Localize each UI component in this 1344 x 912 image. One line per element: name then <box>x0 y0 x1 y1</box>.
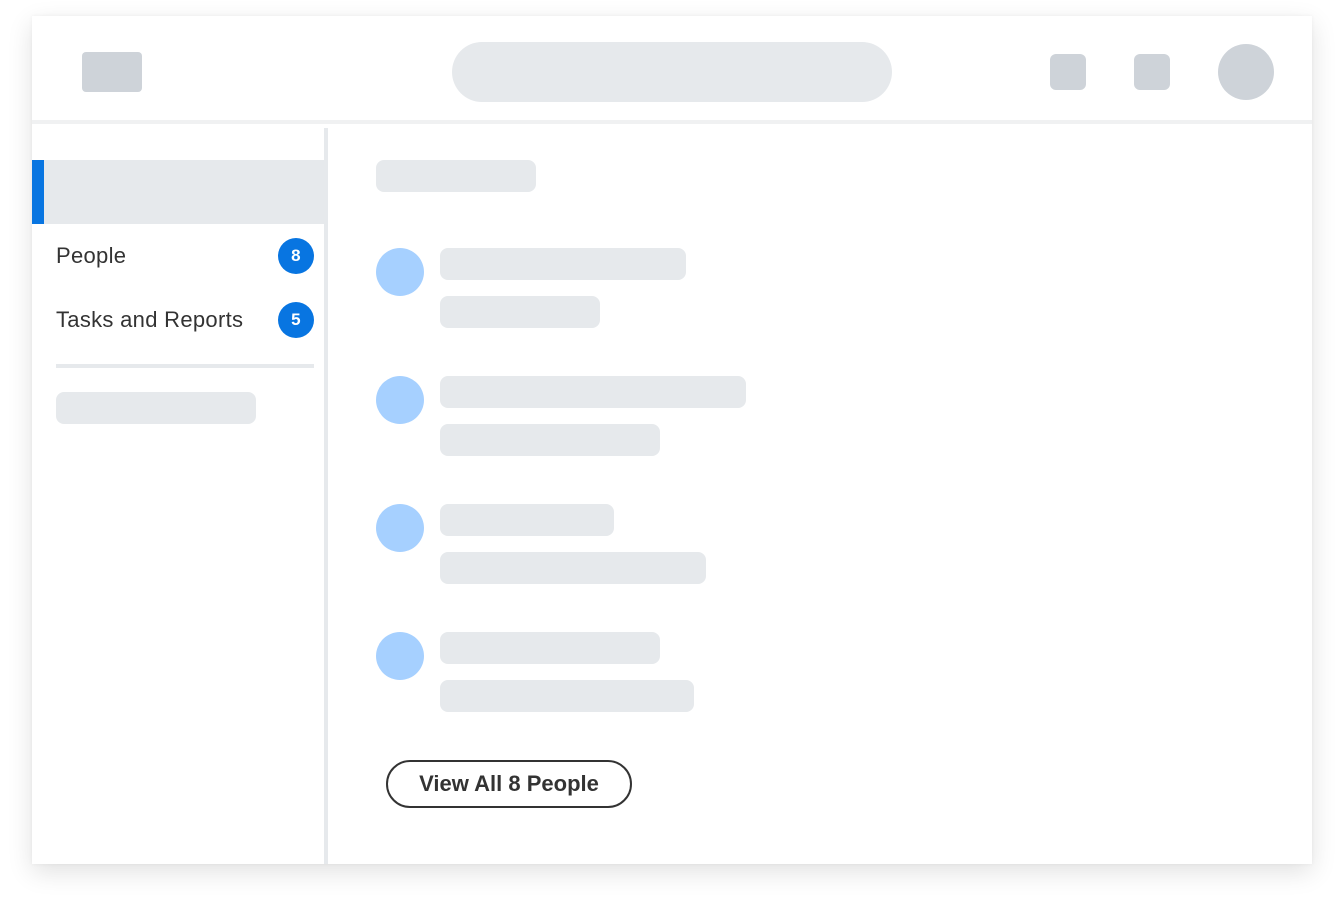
sidebar: People 8 Tasks and Reports 5 <box>32 128 328 864</box>
avatar <box>376 248 424 296</box>
avatar <box>376 632 424 680</box>
sidebar-item-tasks-and-reports[interactable]: Tasks and Reports 5 <box>56 302 314 338</box>
app-window: People 8 Tasks and Reports 5 <box>32 16 1312 864</box>
logo-placeholder <box>82 52 142 92</box>
avatar <box>376 376 424 424</box>
detail-placeholder <box>440 424 660 456</box>
search-input[interactable] <box>452 42 892 102</box>
name-placeholder <box>440 248 686 280</box>
sidebar-item-label: People <box>56 243 127 268</box>
header-icon-button-2[interactable] <box>1134 54 1170 90</box>
sidebar-item-label: Tasks and Reports <box>56 307 244 332</box>
title-placeholder <box>376 160 536 192</box>
name-placeholder <box>440 504 614 536</box>
name-placeholder <box>440 632 660 664</box>
count-badge: 8 <box>278 238 314 274</box>
header-icon-button-1[interactable] <box>1050 54 1086 90</box>
detail-placeholder <box>440 296 600 328</box>
sidebar-placeholder <box>56 392 256 424</box>
divider <box>56 364 314 368</box>
view-all-people-button[interactable]: View All 8 People <box>386 760 632 808</box>
count-badge: 5 <box>278 302 314 338</box>
sidebar-item-active[interactable] <box>32 160 328 224</box>
detail-placeholder <box>440 552 706 584</box>
sidebar-item-people[interactable]: People 8 <box>56 238 314 274</box>
name-placeholder <box>440 376 746 408</box>
avatar <box>376 504 424 552</box>
avatar[interactable] <box>1218 44 1274 100</box>
header <box>32 16 1312 124</box>
detail-placeholder <box>440 680 694 712</box>
